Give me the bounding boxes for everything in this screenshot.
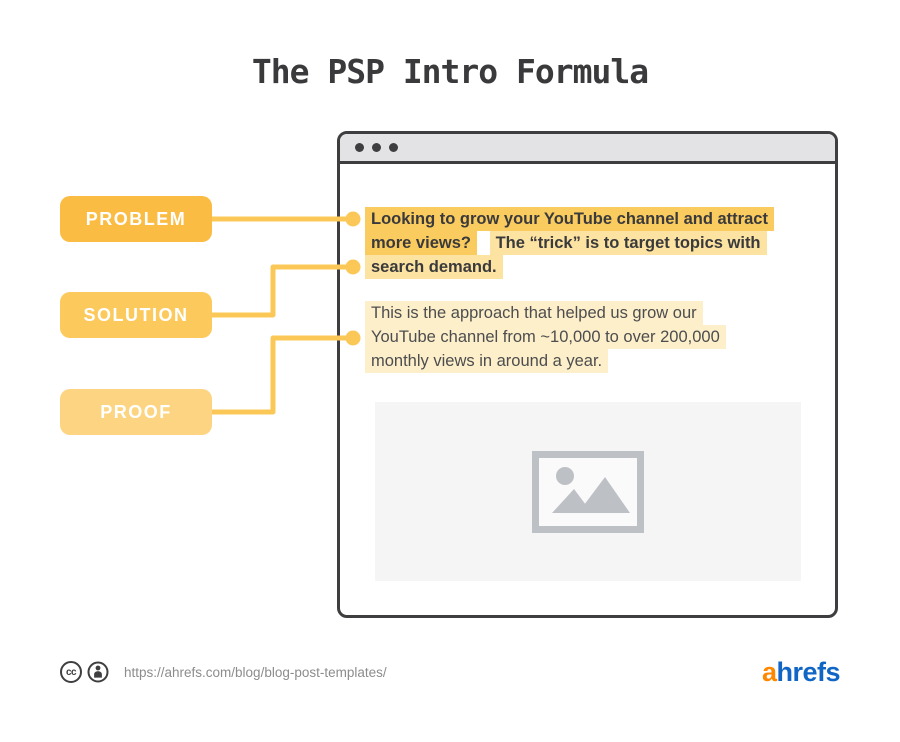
label-proof: PROOF (60, 389, 212, 435)
label-proof-text: PROOF (100, 401, 172, 422)
proof-line-1: This is the approach that helped us grow… (365, 301, 726, 325)
intro-line-1: Looking to grow your YouTube channel and… (365, 207, 774, 231)
license-attribution: cc https://ahrefs.com/blog/blog-post-tem… (60, 661, 387, 683)
proof-line-3: monthly views in around a year. (365, 349, 726, 373)
ahrefs-logo: ahrefs (761, 656, 841, 688)
source-url: https://ahrefs.com/blog/blog-post-templa… (124, 664, 387, 680)
window-control-dot (389, 143, 398, 152)
label-solution-text: SOLUTION (83, 304, 189, 325)
cc-icon: cc (60, 661, 82, 683)
solution-highlight: search demand. (365, 255, 503, 279)
proof-paragraph: This is the approach that helped us grow… (365, 301, 726, 373)
connector-solution (212, 264, 350, 318)
problem-highlight: Looking to grow your YouTube channel and… (365, 207, 774, 231)
label-problem-text: PROBLEM (85, 208, 187, 229)
intro-paragraph: Looking to grow your YouTube channel and… (365, 207, 774, 279)
image-placeholder (375, 402, 801, 581)
label-problem: PROBLEM (60, 196, 212, 242)
ahrefs-logo-rest: hrefs (776, 657, 840, 687)
attribution-icon (87, 661, 109, 683)
problem-highlight: more views? (365, 231, 477, 255)
intro-line-2: more views? The “trick” is to target top… (365, 231, 774, 255)
ahrefs-logo-a: a (761, 657, 777, 687)
footer: cc https://ahrefs.com/blog/blog-post-tem… (60, 656, 840, 688)
proof-line-2: YouTube channel from ~10,000 to over 200… (365, 325, 726, 349)
window-control-dot (355, 143, 364, 152)
proof-highlight: YouTube channel from ~10,000 to over 200… (365, 325, 726, 349)
solution-highlight: The “trick” is to target topics with (489, 231, 767, 255)
browser-titlebar (340, 134, 835, 164)
connector-proof (212, 335, 350, 415)
page-title: The PSP Intro Formula (251, 52, 649, 91)
window-control-dot (372, 143, 381, 152)
proof-highlight: monthly views in around a year. (365, 349, 609, 373)
label-solution: SOLUTION (60, 292, 212, 338)
image-placeholder-icon (532, 450, 644, 533)
proof-highlight: This is the approach that helped us grow… (365, 301, 703, 325)
intro-line-3: search demand. (365, 255, 774, 279)
